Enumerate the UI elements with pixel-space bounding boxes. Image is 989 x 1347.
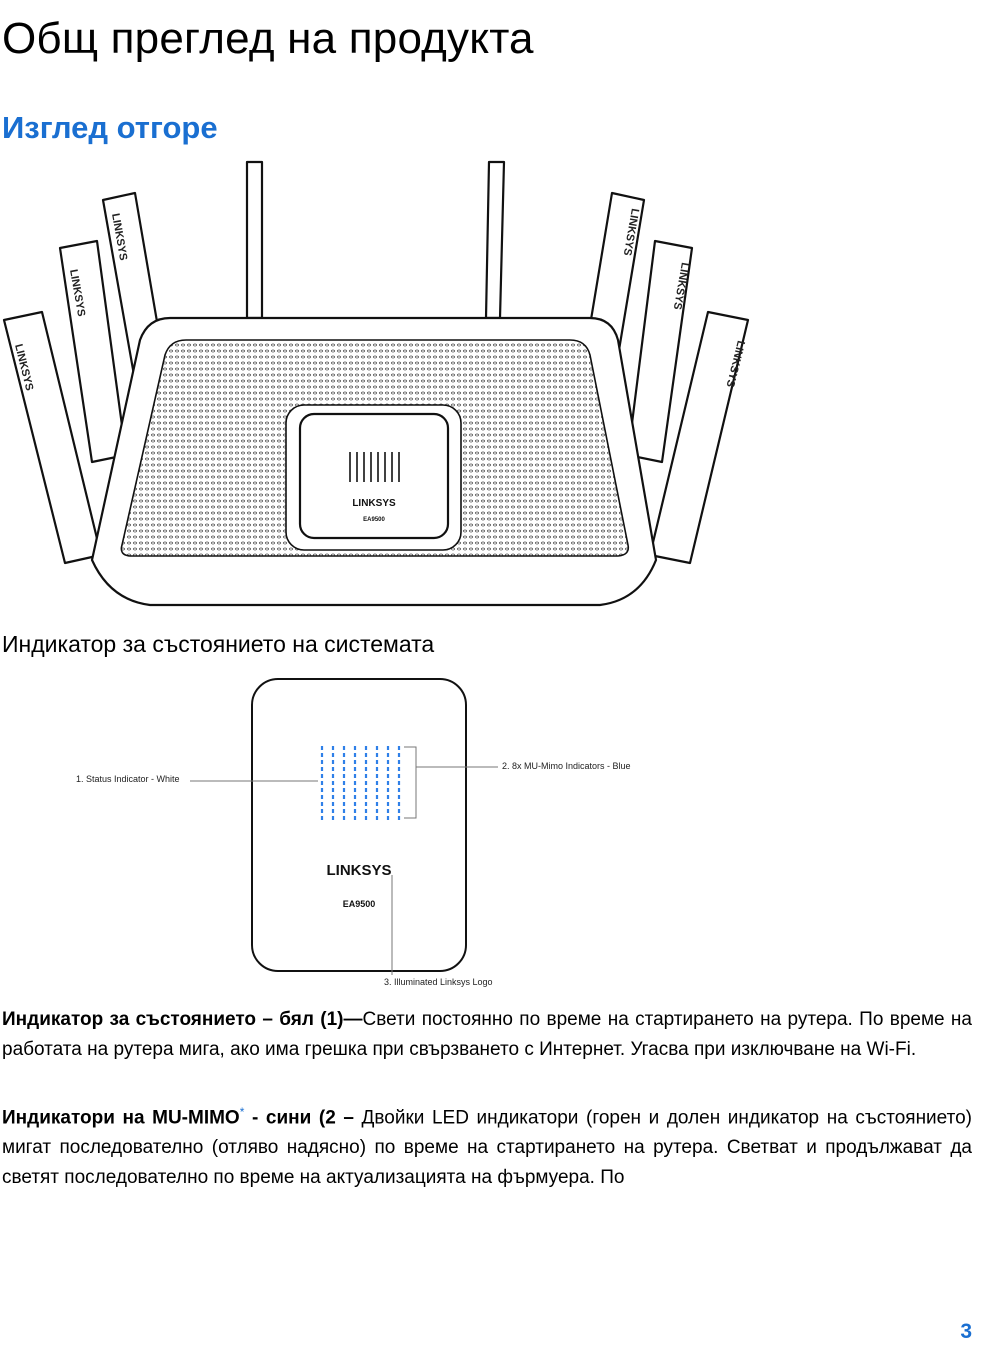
callout-mu-mimo-indicators: 2. 8x MU-Mimo Indicators - Blue (502, 761, 631, 771)
panel-brand-logo: LINKSYS (326, 862, 391, 879)
page-number: 3 (960, 1320, 972, 1343)
paragraph-text: Свети постоянно по време на стартирането… (2, 1009, 972, 1060)
status-panel-illustration: LINKSYS EA9500 1. Status Indicator - Whi… (76, 678, 631, 987)
antenna-right-2 (626, 239, 694, 464)
router-leds (349, 452, 400, 482)
paragraph-status-indicator: Индикатор за състоянието – бял (1)—Свети… (2, 1005, 972, 1065)
status-indicator-subheading: Индикатор за състоянието на системата (2, 631, 435, 657)
footnote-asterisk: * (239, 1105, 245, 1119)
panel-model-label: EA9500 (343, 899, 376, 909)
antenna-back-right (484, 160, 506, 320)
paragraph-lead-continued: - сини (2 – (244, 1107, 362, 1129)
status-panel (251, 678, 467, 972)
router-body (90, 316, 658, 607)
callout-status-indicator: 1. Status Indicator - White (76, 774, 180, 784)
paragraph-mu-mimo-indicators: Индикатори на MU-MIMO* - сини (2 – Двойк… (2, 1097, 972, 1193)
mu-mimo-leds (320, 746, 401, 821)
router-model-label: EA9500 (363, 517, 385, 523)
paragraph-text: Двойки LED индикатори (горен и долен инд… (2, 1107, 972, 1189)
paragraph-lead: Индикатор за състоянието – бял (1)— (2, 1009, 363, 1030)
page-title: Общ преглед на продукта (2, 14, 534, 63)
router-top-view-illustration: LINKSYS LINKSYS LINKSYS LINKSYS LINKSYS … (2, 160, 750, 607)
antenna-back-left (245, 160, 264, 320)
section-heading: Изглед отгоре (2, 110, 218, 145)
paragraph-lead: Индикатори на MU-MIMO (2, 1107, 240, 1129)
antenna-right-3 (648, 310, 750, 565)
callout-illuminated-logo: 3. Illuminated Linksys Logo (384, 977, 493, 987)
router-brand-logo: LINKSYS (352, 498, 396, 509)
